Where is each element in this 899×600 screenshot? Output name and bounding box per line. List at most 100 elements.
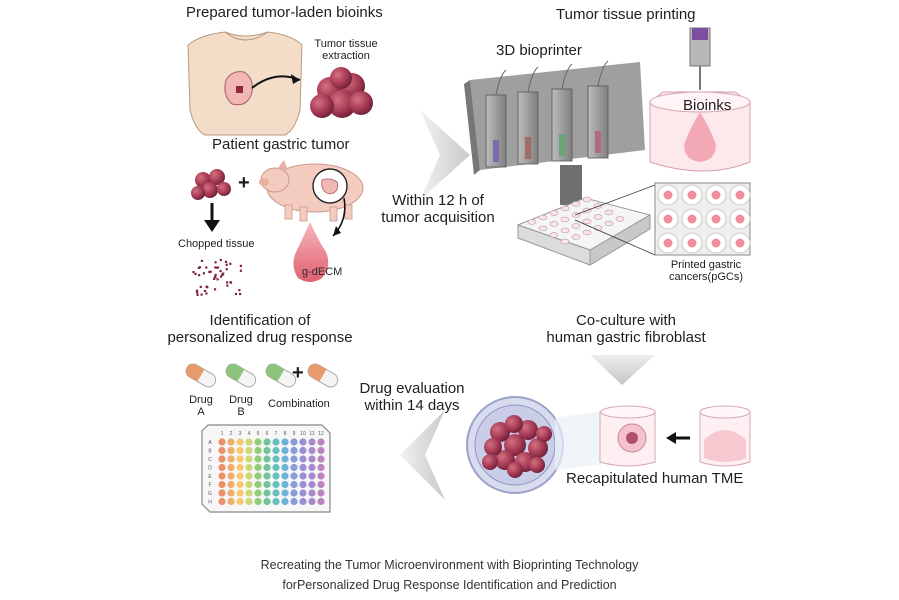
plate-well (538, 225, 548, 232)
tumor-cell-cluster (528, 438, 548, 458)
coculture-label-line2: human gastric fibroblast (546, 329, 706, 346)
plate-well (299, 489, 307, 497)
plate-well (272, 480, 280, 489)
bioprinter-label: 3D bioprinter (496, 42, 582, 59)
tumor-cell-cluster (529, 457, 545, 473)
tissue-fragment (196, 293, 199, 296)
plate-well (245, 455, 253, 463)
tissue-fragment (221, 273, 224, 277)
plate-well (263, 472, 271, 480)
plate-well (281, 472, 289, 480)
plate-well (538, 214, 548, 221)
plate-well (308, 489, 316, 497)
plate-well (245, 472, 253, 480)
plate-well (549, 232, 559, 238)
plate-well (582, 218, 592, 225)
g-decm-droplet (293, 222, 329, 282)
plate-well (299, 497, 307, 506)
plate-well (582, 196, 592, 203)
plate-well (290, 463, 298, 472)
plate-well (227, 480, 235, 489)
plate-row-label: G (208, 491, 212, 497)
plate-row-label: H (208, 500, 212, 506)
drug-evaluation-label-line1: Drug evaluation (359, 380, 465, 397)
tumor-extraction-label-line1: Tumor tissue (314, 38, 378, 50)
plate-well (281, 489, 289, 497)
plate-well (254, 463, 262, 472)
plate-well (245, 489, 253, 497)
drug-b-label-line2: B (237, 406, 245, 418)
zoom-line-bottom (574, 219, 656, 256)
plate-well (254, 480, 262, 489)
plate-well (604, 209, 614, 216)
tissue-fragment (214, 261, 217, 264)
plate-well (227, 497, 235, 506)
plate-well (254, 489, 262, 497)
plate-row-label: D (208, 466, 212, 472)
pgc-spheroid (663, 214, 673, 224)
plate-column-label: 5 (257, 431, 260, 437)
tumor-cell-cluster (536, 426, 552, 442)
chopped-tissue-fragments (192, 258, 242, 296)
plate-well (281, 446, 289, 455)
tissue-fragment (209, 270, 212, 273)
plate-well (272, 438, 280, 446)
tissue-fragment (234, 292, 238, 296)
plate-well (254, 472, 262, 480)
plate-well (571, 234, 581, 240)
plate-well (245, 446, 253, 455)
tissue-fragment (216, 266, 220, 269)
plate-row-label: E (208, 474, 212, 480)
plate-well (263, 480, 271, 489)
plate-well (582, 229, 592, 236)
plate-column-label: 9 (293, 431, 296, 437)
pgc-spheroid (663, 190, 673, 200)
plate-well (317, 489, 325, 497)
plate-well (236, 446, 244, 455)
extraction-arrowhead (291, 74, 300, 84)
plate-well (317, 455, 325, 463)
plate-well (604, 220, 614, 227)
plate-well (236, 472, 244, 480)
patient-tumor-icon (191, 169, 231, 200)
plate-well (299, 463, 307, 472)
plate-well (218, 446, 226, 455)
tissue-fragment (213, 277, 216, 280)
plate-well (299, 455, 307, 463)
plate-well (560, 205, 570, 212)
within-12h-label-line2: tumor acquisition (381, 209, 495, 226)
plate-row-label: F (208, 483, 211, 489)
plate-well (236, 438, 244, 446)
plate-well (317, 497, 325, 506)
plate-well (317, 446, 325, 455)
plate-well (560, 227, 570, 234)
plate-well (272, 463, 280, 472)
plate-well (571, 201, 581, 207)
fibroblast-arrow (666, 432, 690, 444)
plate-well (290, 480, 298, 489)
plate-column-label: 11 (309, 431, 314, 437)
plate-well (571, 223, 581, 229)
decm-arrowhead (333, 226, 341, 236)
bioprinter-icon (464, 60, 645, 214)
plate-well (263, 489, 271, 497)
plate-well (236, 455, 244, 463)
plate-well (236, 497, 244, 506)
plate-column-label: 3 (239, 431, 242, 437)
plate-well (263, 455, 271, 463)
plate-column-label: 10 (300, 431, 306, 437)
coculture-dish-left (599, 405, 656, 467)
drug-b-label: Drug B (226, 394, 256, 418)
tissue-fragment (200, 259, 203, 262)
plate-well (272, 497, 280, 506)
tissue-fragment (202, 272, 205, 275)
drug-a-label: Drug A (186, 394, 216, 418)
plate-well (245, 497, 253, 506)
plate-well (236, 480, 244, 489)
plate-well (290, 497, 298, 506)
pig-icon (259, 160, 364, 222)
plate-well (281, 480, 289, 489)
within-12h-label: Within 12 h of tumor acquisition (376, 192, 500, 226)
tissue-fragment (225, 268, 228, 271)
